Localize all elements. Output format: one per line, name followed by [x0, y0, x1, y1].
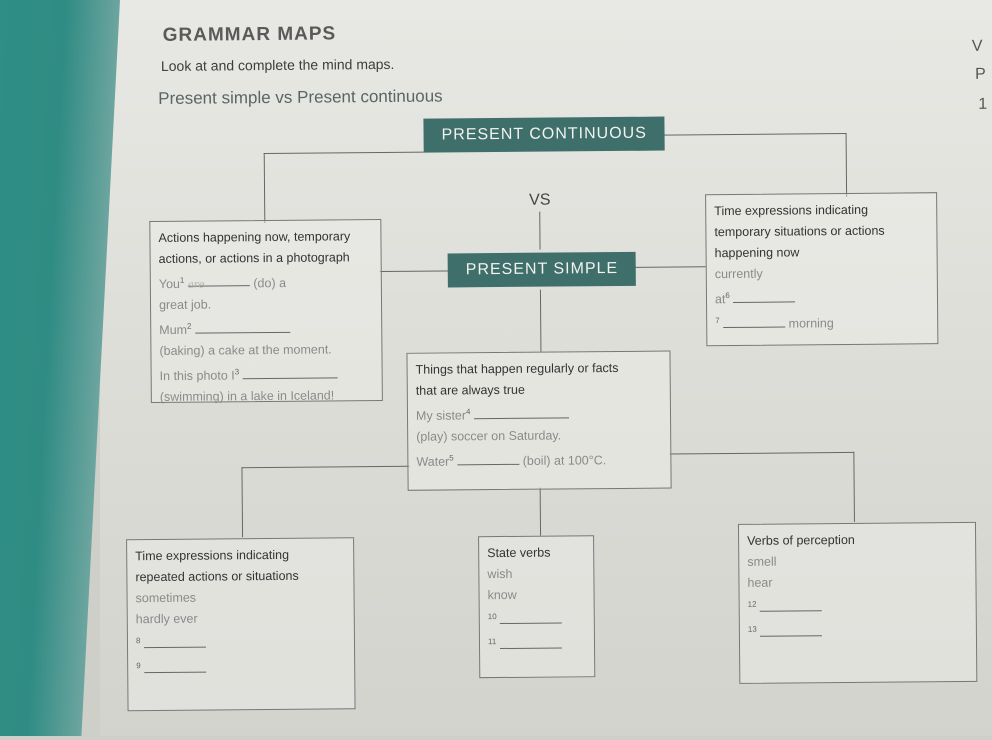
instructions: Look at and complete the mind maps.	[160, 55, 395, 74]
box-heading: Time expressions indicating	[135, 547, 290, 564]
item-number: 8	[135, 636, 141, 646]
box-heading: happening now	[714, 245, 800, 261]
list-item: hardly ever	[135, 611, 198, 627]
box-heading: Verbs of perception	[747, 532, 855, 548]
list-item: sometimes	[135, 590, 197, 606]
exercise-line: (swimming) in a lake in Iceland!	[159, 388, 335, 405]
exercise-line: great job.	[158, 297, 212, 313]
connector	[539, 211, 541, 250]
item-number: 9	[136, 661, 141, 671]
answer-blank[interactable]	[760, 623, 823, 638]
item-number: 13	[747, 624, 757, 635]
list-item: 10	[488, 605, 586, 631]
list-item: 8	[136, 628, 346, 655]
answer-blank[interactable]	[457, 452, 520, 466]
present-simple-banner: PRESENT SIMPLE	[447, 251, 637, 288]
item-number: 5	[449, 453, 454, 463]
item-number: 12	[747, 599, 757, 609]
item-number: 2	[186, 321, 192, 331]
answer-blank[interactable]: are	[187, 273, 250, 291]
exercise-line: You1 are (do) a	[159, 268, 373, 295]
answer-blank[interactable]	[242, 365, 338, 380]
exercise-line: (play) soccer on Saturday.	[416, 428, 562, 444]
section-subtitle: Present simple vs Present continuous	[158, 86, 443, 108]
repeated-actions-box: Time expressions indicating repeated act…	[126, 537, 356, 712]
box-heading: State verbs	[487, 545, 551, 561]
answer-blank[interactable]	[194, 320, 290, 334]
connector	[263, 153, 266, 224]
answer-blank[interactable]	[723, 314, 786, 329]
box-heading: Actions happening now, temporary	[158, 229, 351, 245]
edge-mark-1: 1	[978, 95, 988, 113]
exercise-line: (baking) a cake at the moment.	[159, 342, 332, 359]
present-continuous-banner: PRESENT CONTINUOUS	[423, 116, 665, 153]
list-item: wish	[487, 566, 513, 582]
answer-blank[interactable]	[733, 289, 796, 304]
list-item: 13	[748, 617, 968, 644]
connector	[241, 465, 410, 469]
exercise-line: Mum2	[159, 314, 373, 341]
connector	[669, 451, 855, 455]
list-item: at6	[715, 283, 929, 310]
answer-blank[interactable]	[143, 634, 206, 649]
item-number: 7	[715, 316, 720, 326]
list-item: 7 morning	[715, 314, 834, 331]
list-item: currently	[714, 266, 763, 282]
box-heading: Time expressions indicating	[714, 202, 869, 219]
facts-box: Things that happen regularly or facts th…	[406, 350, 672, 491]
actions-now-box: Actions happening now, temporary actions…	[149, 219, 383, 404]
connector	[662, 132, 847, 136]
list-item: 9	[136, 654, 346, 681]
box-heading: actions, or actions in a photograph	[158, 250, 350, 266]
connector	[241, 467, 244, 538]
state-verbs-box: State verbs wish know 10 11	[478, 535, 596, 679]
connector	[539, 487, 542, 536]
list-item: 12	[748, 592, 968, 619]
exercise-line: Water5 (boil) at 100°C.	[416, 452, 607, 470]
page-title: GRAMMAR MAPS	[162, 23, 337, 46]
box-heading: temporary situations or actions	[714, 223, 885, 240]
list-item: smell	[747, 554, 777, 569]
item-number: 3	[234, 367, 240, 377]
box-heading: repeated actions or situations	[135, 568, 299, 585]
box-heading: that are always true	[415, 382, 525, 398]
answer-blank[interactable]	[473, 405, 569, 420]
item-number: 11	[487, 637, 497, 647]
list-item: hear	[747, 575, 773, 590]
answer-blank[interactable]	[144, 659, 207, 674]
item-number: 6	[725, 290, 730, 301]
answer-blank[interactable]	[760, 598, 823, 612]
time-now-box: Time expressions indicating temporary si…	[705, 192, 939, 347]
handwritten-answer: are	[187, 279, 205, 291]
item-number: 10	[487, 612, 497, 622]
list-item: know	[487, 587, 517, 603]
edge-mark-v: V	[971, 37, 983, 55]
box-heading: Things that happen regularly or facts	[415, 360, 619, 377]
exercise-line: In this photo I3	[160, 360, 374, 387]
exercise-line: My sister4	[416, 400, 662, 427]
edge-mark-p: P	[974, 65, 986, 83]
connector	[263, 151, 424, 155]
item-number: 4	[465, 407, 471, 417]
answer-blank[interactable]	[499, 635, 562, 650]
connector	[845, 132, 848, 197]
connector	[539, 289, 542, 352]
perception-verbs-box: Verbs of perception smell hear 12 13	[737, 521, 978, 684]
answer-blank[interactable]	[500, 610, 563, 625]
item-number: 1	[179, 275, 185, 285]
list-item: 11	[488, 630, 586, 656]
connector	[853, 451, 856, 522]
vs-label: VS	[529, 191, 551, 209]
